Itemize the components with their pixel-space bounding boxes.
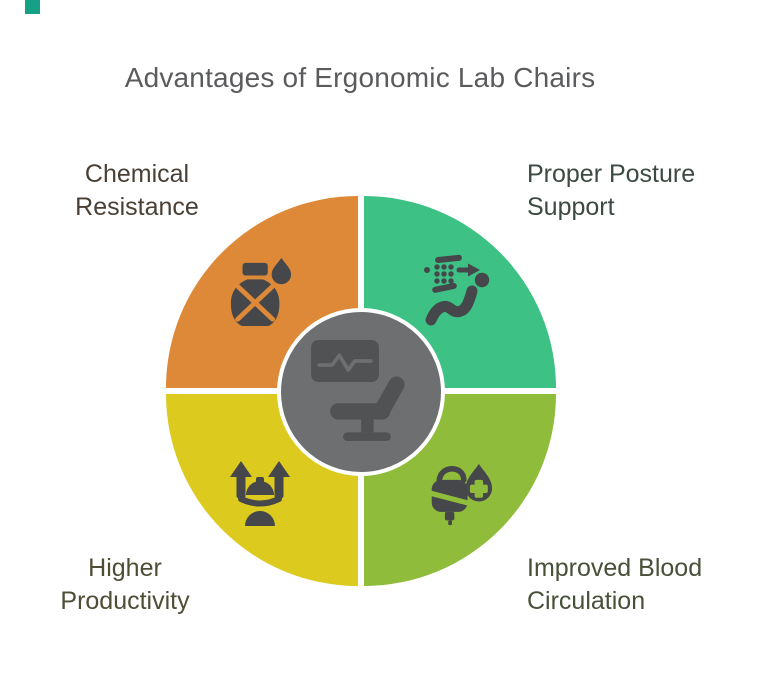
monitor-pulse-icon (311, 340, 379, 382)
label-line: Productivity (60, 587, 190, 615)
label-chemical-resistance: Chemical Resistance (37, 158, 237, 224)
label-line: Improved Blood (527, 554, 703, 582)
segmented-wheel (166, 196, 556, 586)
label-line: Higher (88, 554, 162, 582)
label-line: Chemical (84, 160, 190, 188)
label-line: Circulation (527, 587, 646, 615)
dot-grid (434, 264, 454, 284)
lab-chair-icon (323, 376, 407, 443)
droplet-plus (469, 479, 488, 498)
pulse-line (317, 353, 373, 372)
label-line: Resistance (75, 193, 199, 221)
worker-productivity-icon (228, 458, 292, 526)
label-higher-productivity: Higher Productivity (25, 552, 225, 618)
label-line: Support (527, 193, 615, 221)
chemical-flask-icon (227, 256, 293, 330)
blood-circulation-icon (427, 460, 493, 528)
bag-fluid-line (429, 490, 471, 506)
posture-support-icon (422, 254, 490, 328)
center-hub-circle (277, 308, 445, 476)
label-line: Proper Posture (527, 160, 696, 188)
flask-x-strap (235, 283, 276, 322)
corner-accent-square (25, 0, 40, 14)
page-title: Advantages of Ergonomic Lab Chairs (124, 62, 596, 93)
label-proper-posture-support: Proper Posture Support (527, 158, 747, 224)
label-improved-blood-circulation: Improved Blood Circulation (527, 552, 757, 618)
